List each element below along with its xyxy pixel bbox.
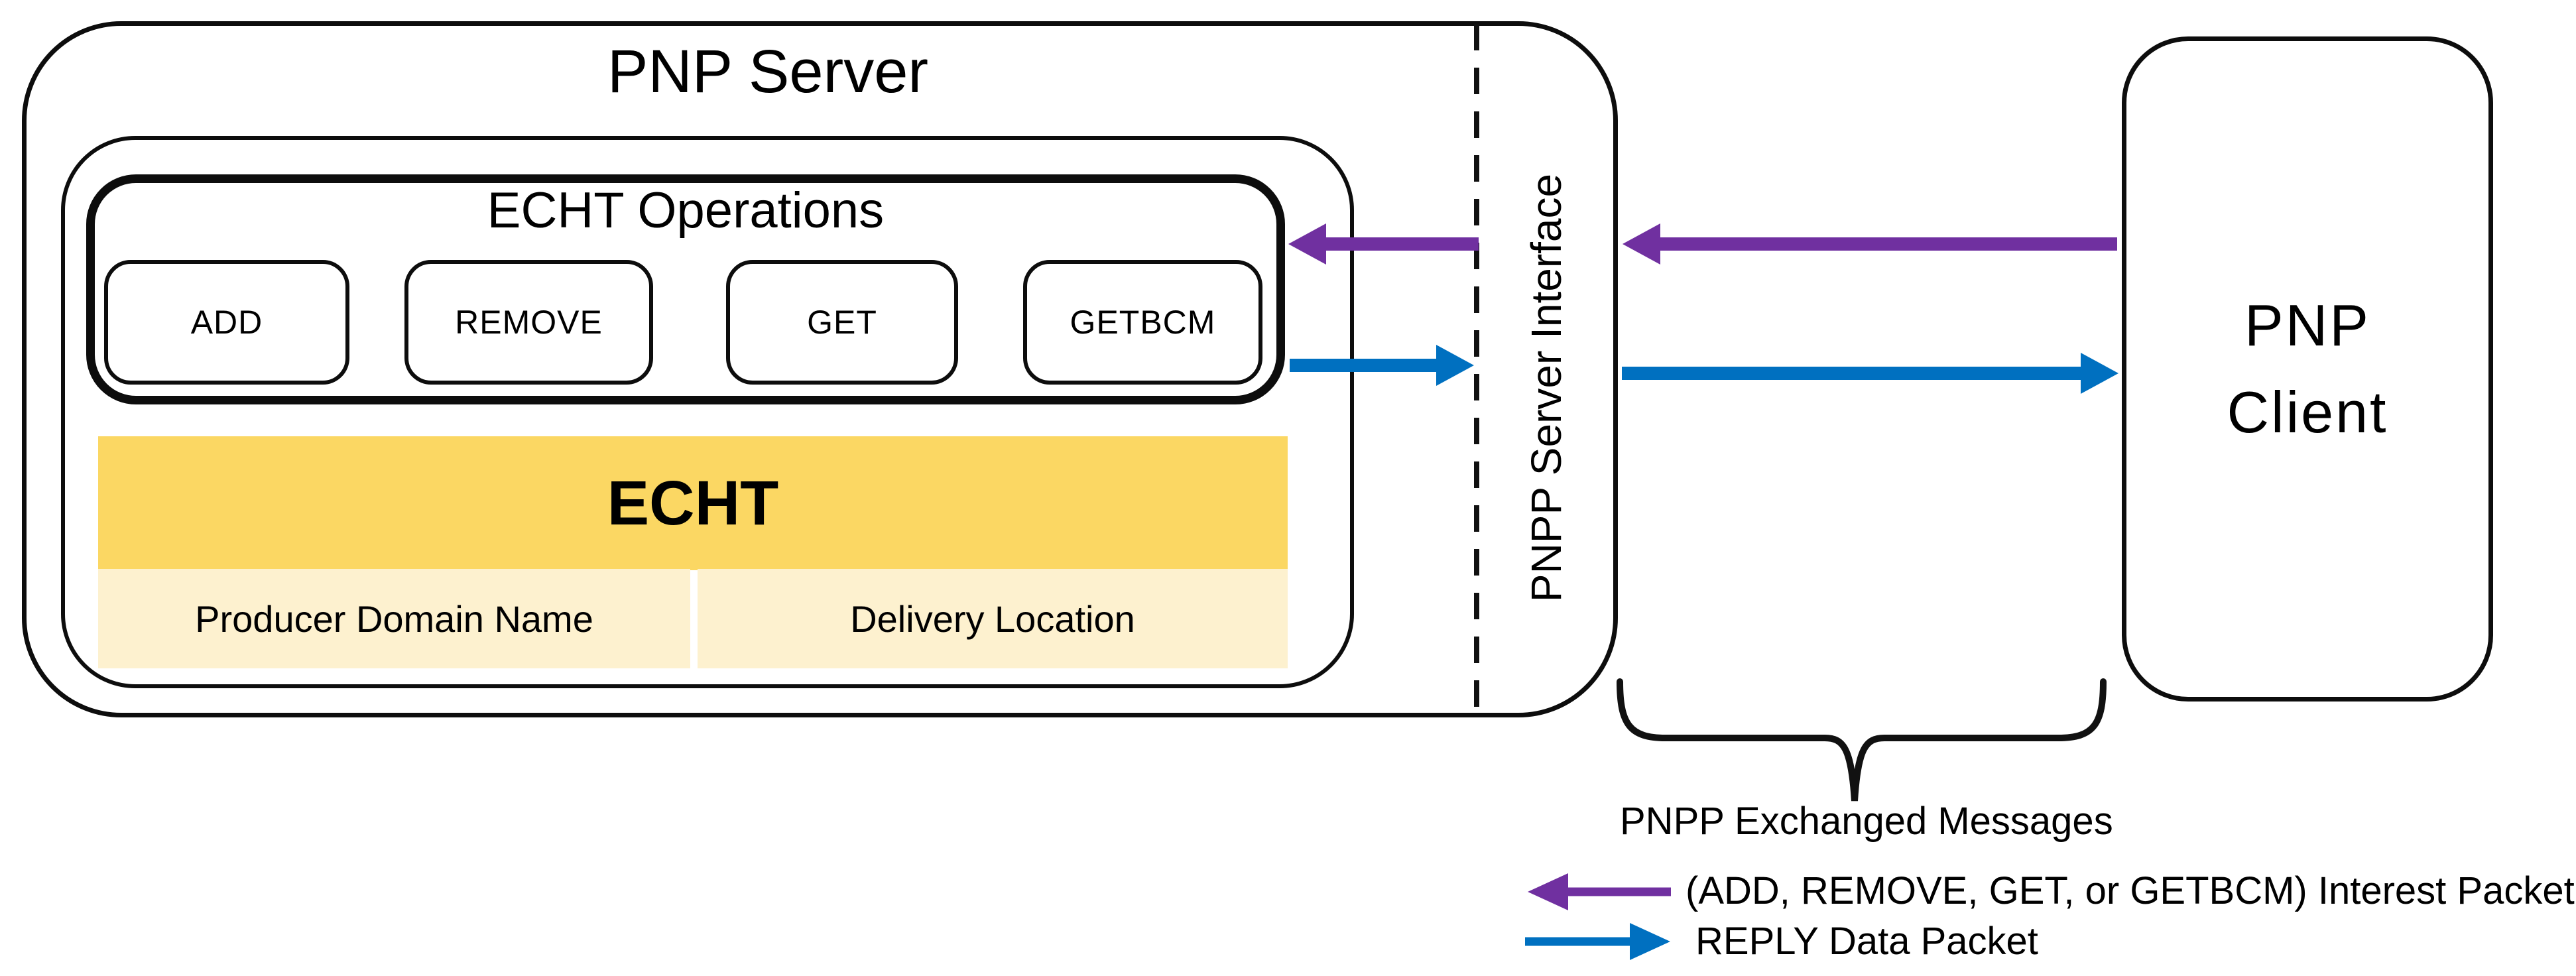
reply-packet-arrow-outer	[1622, 353, 2118, 394]
pnp-client-line2: Client	[2227, 379, 2388, 445]
pnp-client-line1: PNP	[2244, 292, 2370, 359]
echt-column-producer-domain-name: Producer Domain Name	[98, 569, 690, 668]
exchanged-messages-label: PNPP Exchanged Messages	[1620, 800, 2113, 843]
echt-column-delivery-location: Delivery Location	[698, 569, 1288, 668]
pnpp-server-interface-label: PNPP Server Interface	[1522, 173, 1570, 603]
operation-get: GET	[726, 260, 958, 385]
echt-operations-title: ECHT Operations	[487, 182, 885, 239]
legend-interest-arrow	[1528, 873, 1671, 910]
legend-reply-arrow	[1525, 923, 1670, 960]
legend-reply-label: REPLY Data Packet	[1695, 920, 2038, 963]
interest-packet-arrow-outer	[1623, 223, 2117, 265]
pnp-client-box: PNP Client	[2122, 36, 2493, 702]
legend-interest-label: (ADD, REMOVE, GET, or GETBCM) Interest P…	[1686, 869, 2575, 912]
operation-add: ADD	[104, 260, 349, 385]
echt-table-header: ECHT	[98, 436, 1288, 570]
pnp-server-title: PNP Server	[607, 38, 929, 105]
operation-remove: REMOVE	[404, 260, 653, 385]
exchanged-messages-brace	[1617, 678, 2107, 802]
operation-getbcm: GETBCM	[1023, 260, 1262, 385]
